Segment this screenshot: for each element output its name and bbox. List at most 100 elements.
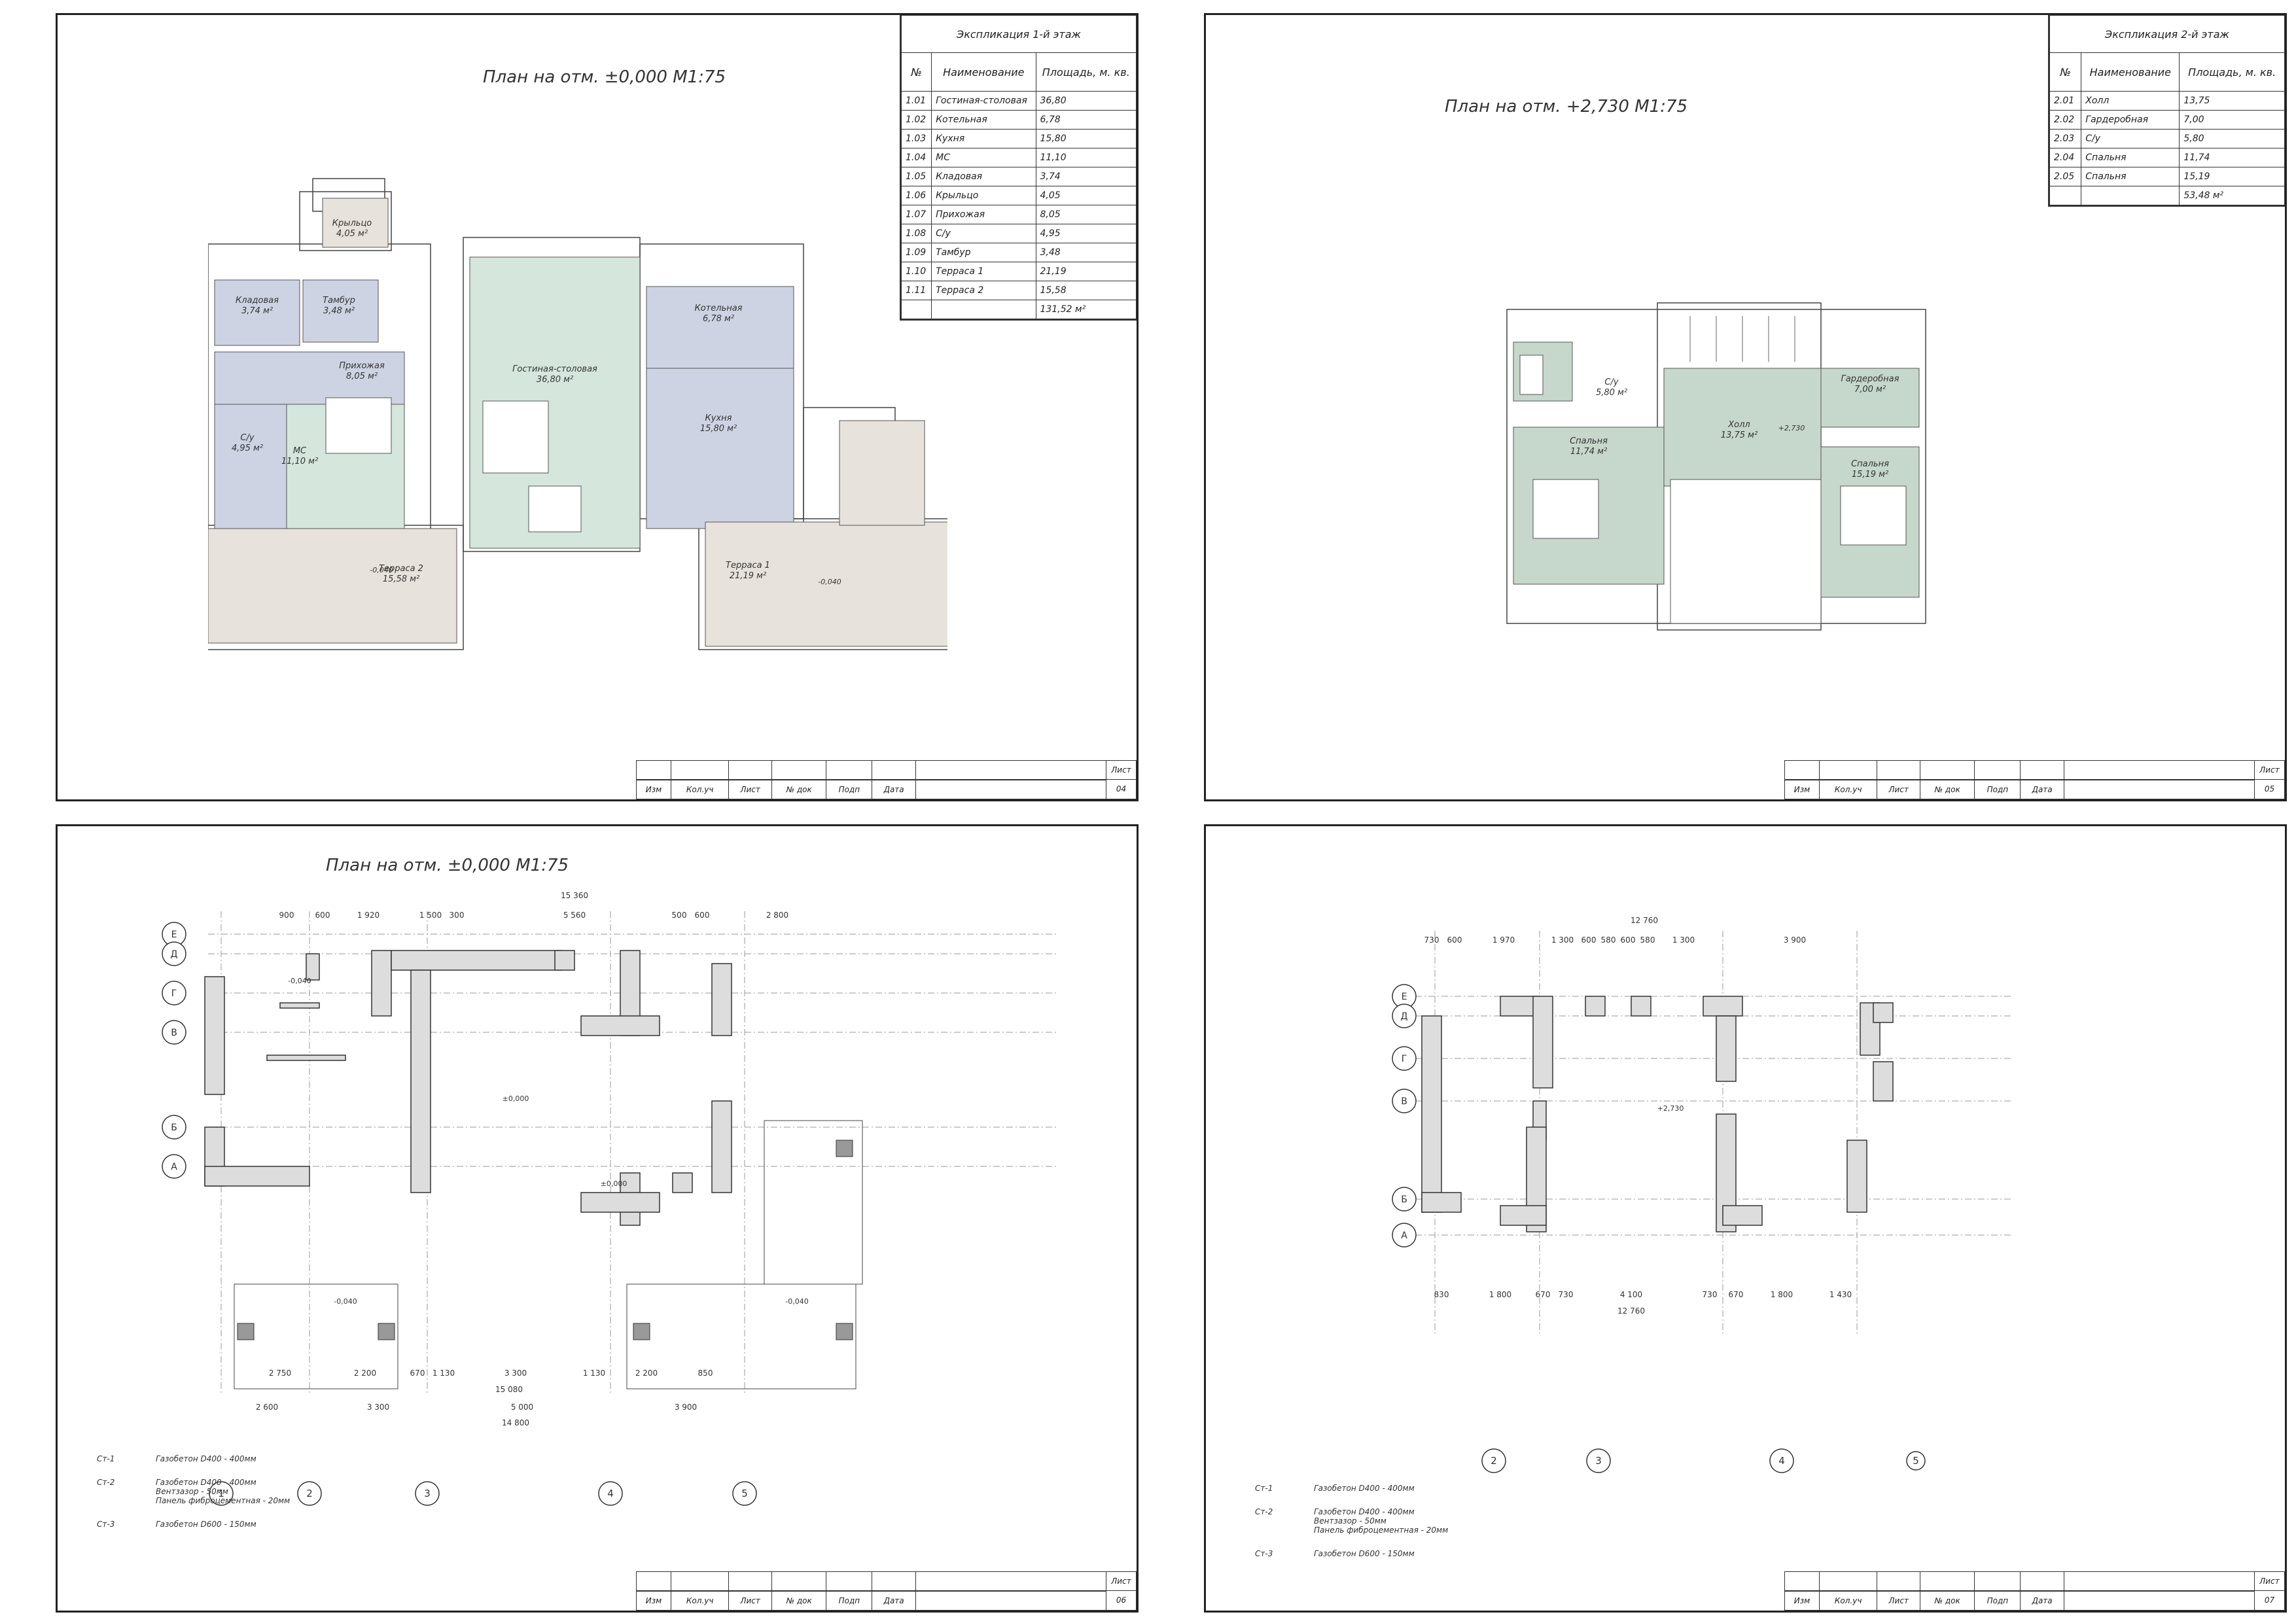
tb-col: Лист [728,780,772,799]
sheet-floor2-plan: План на отм. +2,730 М1:75 Экспликация 2-… [1204,13,2287,801]
sheet-title: План на отм. +2,730 М1:75 [1445,97,1688,116]
room-boiler-area: 6,78 м² [703,314,734,324]
floor2-walls-plan: 12 760 730 600 1 970 1 300 600 580 600 5… [1402,916,2011,1336]
floor1-colored-plan: Крыльцо 4,05 м² Кладовая 3,74 м² Тамбур … [208,178,947,650]
dim-bottom-total: 14 800 [502,1418,529,1427]
room-name: Холл [2081,91,2180,111]
legend-text: Газобетон D400 - 400мм Вентзазор - 50мм … [1314,1507,1449,1535]
level-label: ±0,000 [503,1094,529,1103]
room-vestibule-name: Тамбур [323,296,355,305]
axis-row-label: Е [171,930,177,940]
room-number: 2.01 [2049,91,2082,111]
room-hall-name: Прихожая [339,361,385,371]
level-label: +2,730 [1657,1104,1684,1113]
tb-col: № док [771,1591,827,1611]
dim-bottom: 2 200 [635,1369,658,1378]
axis-col-label: 5 [741,1488,748,1499]
legend-text: Газобетон D400 - 400мм [156,1454,256,1463]
explication-total: 53,48 м² [2179,186,2285,205]
dim-top: 600 [695,911,710,920]
sheet-number: 04 [1106,778,1137,800]
dim-bottom: 2 200 [354,1369,376,1378]
floor1-row-axes: Е Д Г В Б А [162,922,186,1179]
tb-col: Изм [636,1591,671,1611]
dim-bottom: 730 [1703,1290,1718,1299]
room-ms-name: МС [293,446,307,456]
floor1-axis-labels: 2 600 3 300 5 000 3 900 14 800 1 2 3 4 5 [209,1403,757,1506]
dim-top: 580 [1601,935,1616,945]
level-hall: +2,730 [1778,424,1805,432]
dim-top: 730 [1424,935,1439,945]
room-wc-name: С/у [1604,377,1618,387]
dim-top: 580 [1640,935,1655,945]
floor2-axis-labels: 2 3 4 5 [1481,1448,1926,1473]
room-name: Гостиная-столовая [931,91,1036,111]
dim-bottom: 3 900 [675,1403,697,1412]
room-wc-area: 4,95 м² [232,444,263,453]
room-ms-area: 11,10 м² [281,457,318,466]
axis-row-label: Б [1401,1195,1407,1205]
axis-row-label: В [171,1028,177,1038]
tb-col: Кол.уч [670,780,730,799]
room-number: 1.03 [900,129,932,148]
room-number: 1.07 [900,205,932,224]
dim-top: 1 920 [357,911,380,920]
room-area: 15,58 [1035,281,1137,300]
dim-top-total: 12 760 [1631,916,1658,925]
tb-col: Подп [826,1591,873,1611]
tb-col: № док [1919,1591,1975,1611]
dim-bottom-total: 15 080 [495,1385,523,1394]
room-area: 7,00 [2179,110,2285,130]
tb-col: Кол.уч [1818,780,1878,799]
tb-col: Подп [826,780,873,799]
dim-top: 1 970 [1492,935,1515,945]
level-terrace1: -0,040 [818,578,841,586]
dim-bottom: 2 750 [269,1369,291,1378]
room-number: 1.01 [900,91,932,111]
room-name: Крыльцо [931,186,1036,205]
room-bed2-name: Спальня [1851,459,1889,469]
tb-col: Изм [1784,1591,1820,1611]
room-name: Кухня [931,129,1036,148]
room-name: МС [931,148,1036,167]
dim-bottom: 1 130 [583,1369,605,1378]
explication-table: Экспликация 2-й этаж № Наименование Площ… [2048,15,2285,207]
sheet-number: 05 [2254,778,2285,800]
room-number: 1.06 [900,186,932,205]
dim-bottom: 670 [410,1369,425,1378]
room-area: 13,75 [2179,91,2285,111]
room-name: Спальня [2081,148,2180,167]
floor1-walls-plan: 15 360 900 600 1 920 1 500 300 5 560 500… [204,891,1059,1395]
sheet-label: Лист [1106,1571,1137,1591]
col-name: Наименование [2081,52,2180,92]
room-wc-name: С/у [240,433,254,443]
room-number: 2.03 [2049,129,2082,148]
dim-bottom: 1 800 [1489,1290,1511,1299]
level-terrace2: -0,040 [370,566,393,574]
room-area: 36,80 [1035,91,1137,111]
tb-col: Дата [2020,1591,2064,1611]
legend-code: Ст-2 [97,1478,115,1487]
room-hall-area: 13,75 м² [1721,430,1757,440]
explication-table: Экспликация 1-й этаж № Наименование Площ… [900,15,1137,321]
axis-col-label: 1 [218,1488,224,1499]
tb-col: Подп [1974,1591,2021,1611]
room-area: 3,48 [1035,243,1137,262]
axis-col-label: 4 [1778,1455,1785,1467]
room-number: 2.02 [2049,110,2082,130]
level-label: ±0,000 [601,1179,627,1188]
dim-top: 900 [279,911,294,920]
room-area: 3,74 [1035,167,1137,186]
room-porch-area: 4,05 м² [336,229,368,239]
dim-bottom: 4 100 [1620,1290,1642,1299]
axis-col-label: 4 [607,1488,614,1499]
sheet-number: 06 [1106,1590,1137,1611]
sheet-label: Лист [2254,760,2285,780]
level-label: -0,040 [785,1297,808,1306]
